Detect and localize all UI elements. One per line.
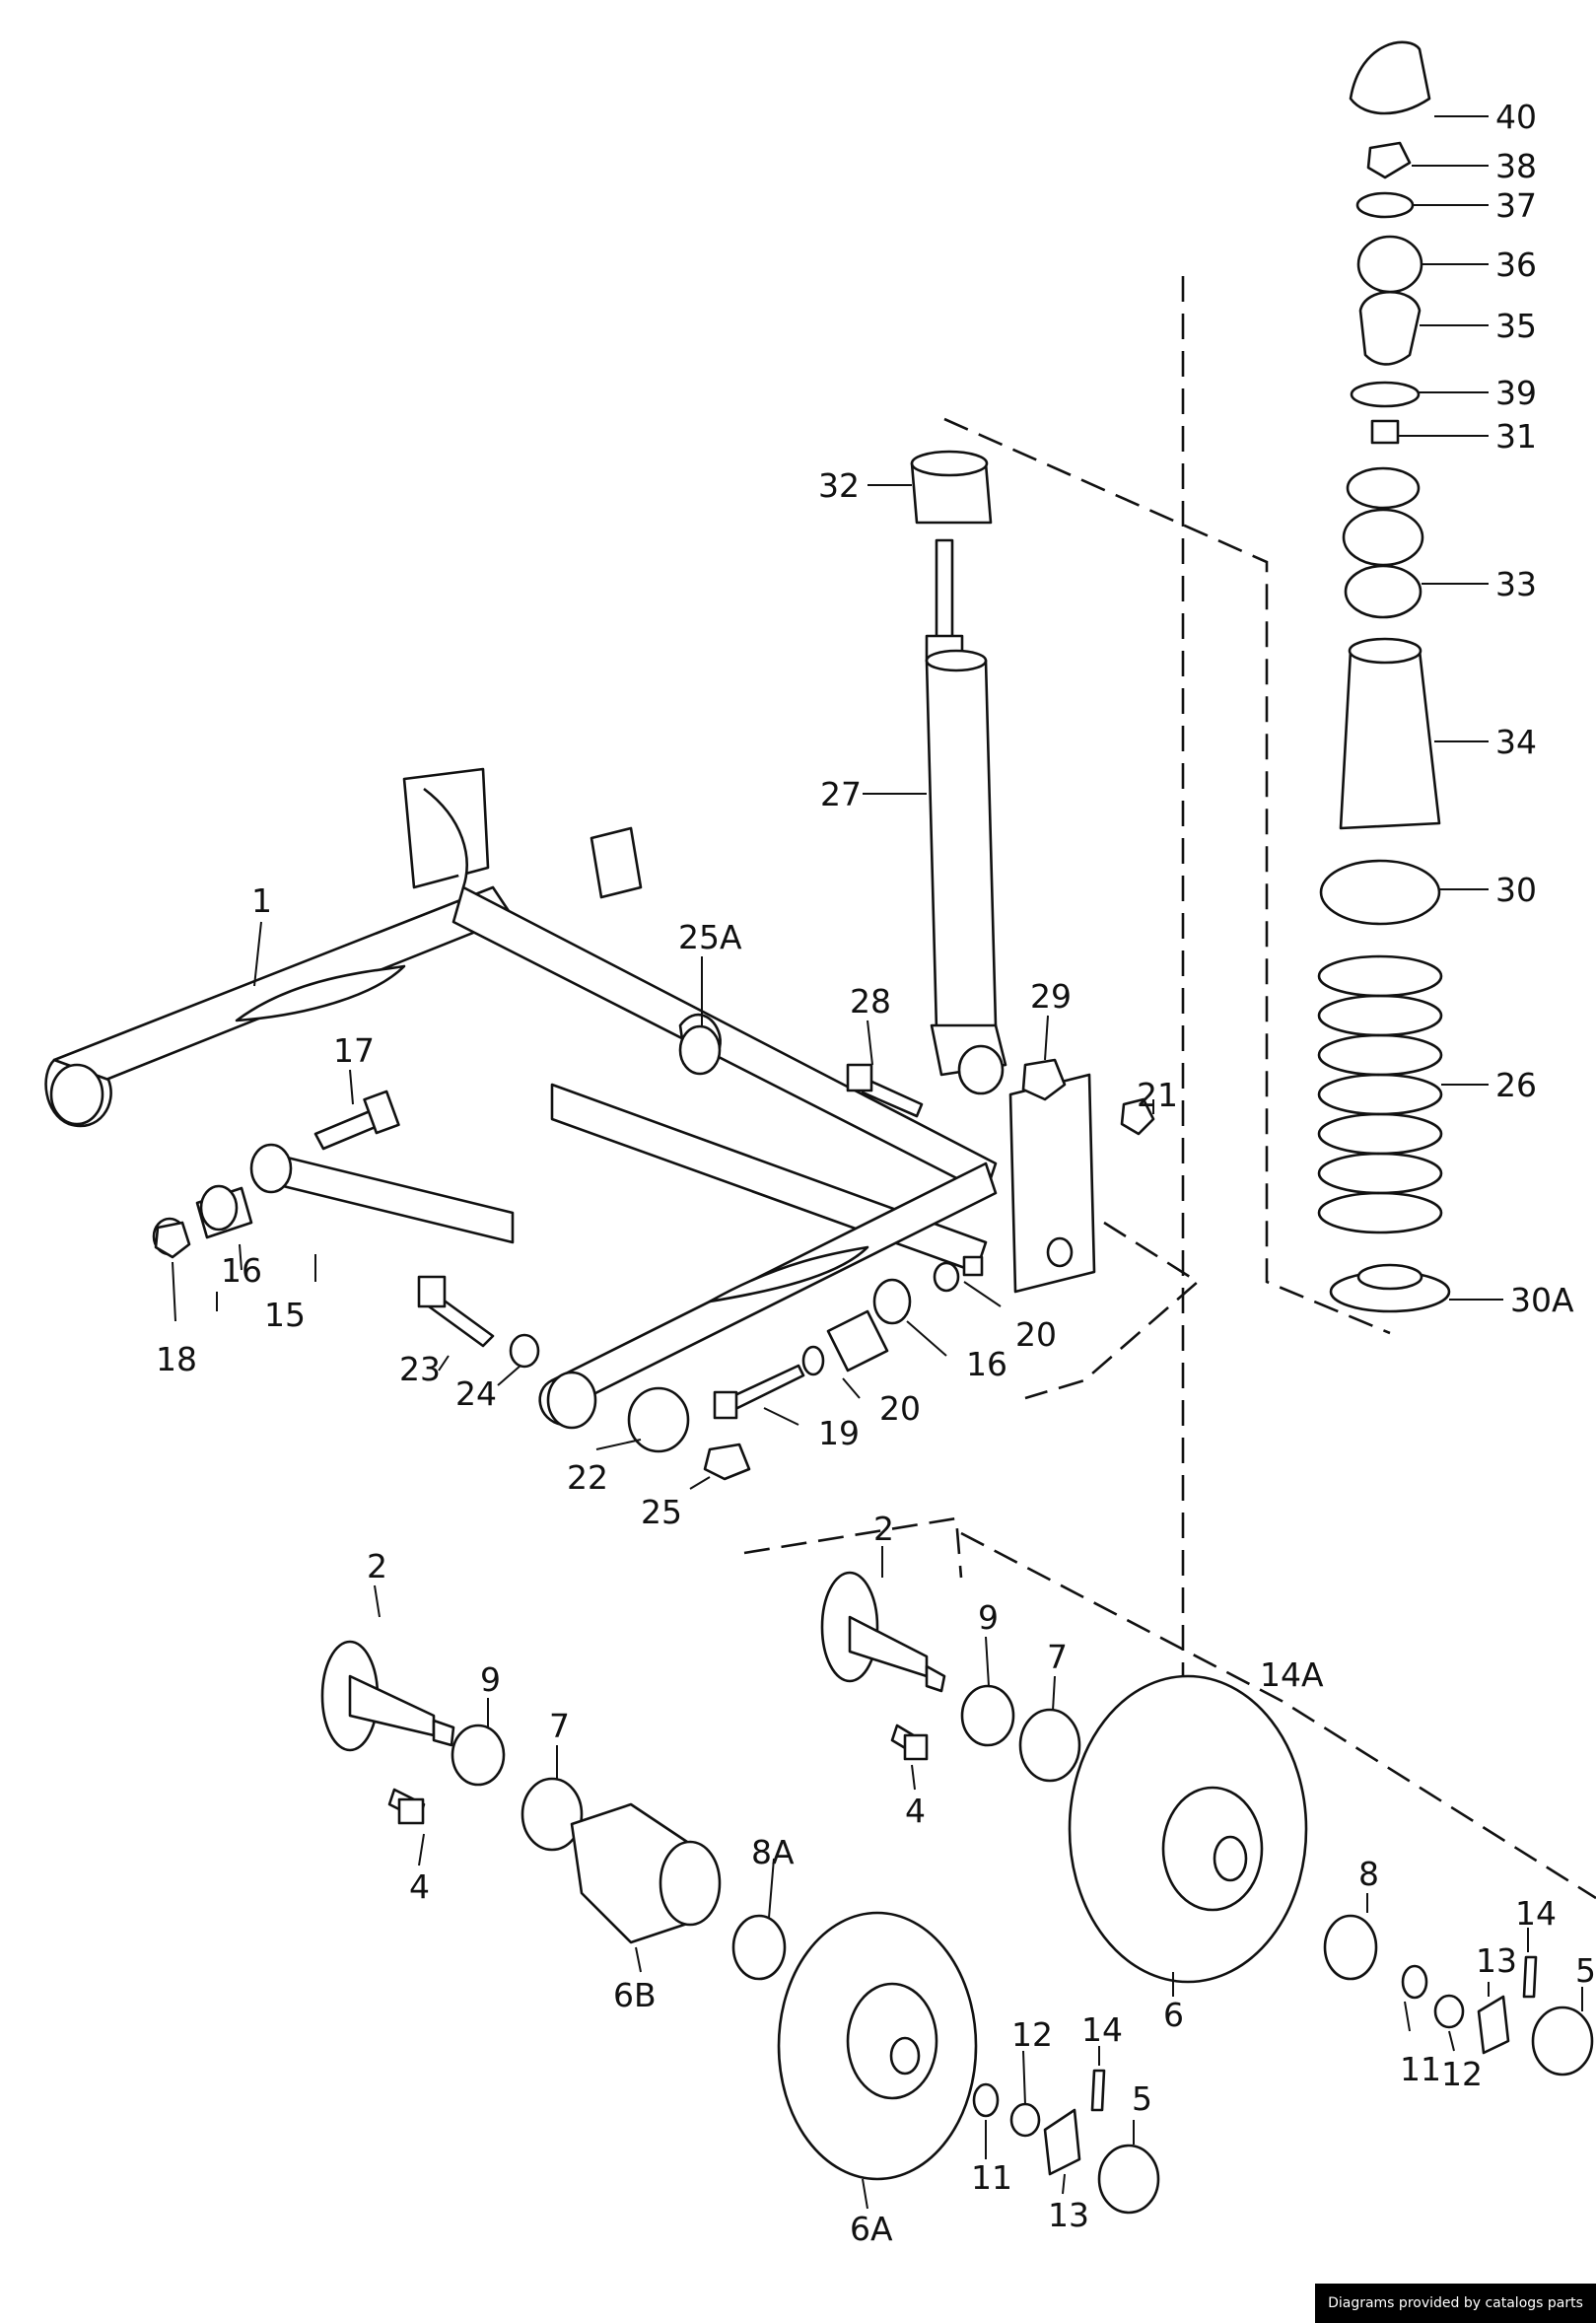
label-7-left: 7: [549, 1707, 570, 1745]
label-35: 35: [1495, 307, 1537, 345]
left-hub-set: [320, 1640, 1160, 2215]
label-19: 19: [818, 1414, 860, 1452]
spring-stack: [1317, 40, 1451, 1313]
label-8A: 8A: [751, 1833, 795, 1871]
label-25: 25: [641, 1493, 682, 1531]
label-21: 21: [1137, 1076, 1178, 1114]
label-27: 27: [820, 775, 862, 813]
label-25A: 25A: [678, 918, 742, 956]
label-12-left: 12: [1011, 2015, 1053, 2054]
label-11-left: 11: [971, 2158, 1012, 2197]
shock-absorber: [910, 450, 1007, 1095]
label-13-right: 13: [1476, 1941, 1517, 1980]
label-15: 15: [264, 1296, 306, 1334]
label-24: 24: [455, 1374, 497, 1413]
label-20-upper: 20: [1015, 1315, 1057, 1354]
label-17: 17: [333, 1031, 375, 1070]
label-5-left: 5: [1132, 2079, 1152, 2118]
label-39: 39: [1495, 374, 1537, 412]
label-7-right: 7: [1047, 1638, 1068, 1676]
label-1: 1: [251, 881, 272, 920]
label-9-left: 9: [480, 1660, 501, 1699]
label-26: 26: [1495, 1066, 1537, 1104]
label-4-left: 4: [409, 1867, 430, 1906]
label-6A: 6A: [850, 2210, 893, 2248]
rear-axle-beam: [44, 767, 1096, 1430]
label-14-left: 14: [1081, 2010, 1123, 2049]
label-6: 6: [1163, 1996, 1184, 2034]
label-30: 30: [1495, 871, 1537, 909]
label-32: 32: [818, 466, 860, 505]
fasteners: [154, 1024, 1155, 1481]
label-5-right: 5: [1575, 1951, 1596, 1990]
label-31: 31: [1495, 417, 1537, 456]
label-40: 40: [1495, 98, 1537, 136]
label-23: 23: [399, 1350, 441, 1388]
label-4-right: 4: [905, 1792, 926, 1830]
label-37: 37: [1495, 186, 1537, 225]
callout-labels: 40 38 37 36 35 39 31 33 34 30 26 30A 32 …: [156, 98, 1596, 2248]
label-14A: 14A: [1260, 1655, 1324, 1694]
label-18: 18: [156, 1340, 197, 1378]
label-9-right: 9: [978, 1598, 999, 1637]
label-14-right: 14: [1515, 1894, 1557, 1933]
right-hub-set: [820, 1571, 1594, 2077]
group-boundaries: [743, 276, 1596, 1900]
label-34: 34: [1495, 723, 1537, 761]
attribution-badge: Diagrams provided by catalogs parts: [1315, 2284, 1596, 2323]
label-29: 29: [1030, 977, 1072, 1016]
label-6B: 6B: [613, 1976, 657, 2014]
label-2-left: 2: [367, 1547, 387, 1585]
label-8: 8: [1358, 1855, 1379, 1893]
label-12-right: 12: [1441, 2055, 1483, 2093]
label-22: 22: [567, 1458, 608, 1497]
label-33: 33: [1495, 565, 1537, 603]
label-2-right: 2: [873, 1510, 894, 1548]
label-28: 28: [850, 982, 891, 1021]
label-36: 36: [1495, 246, 1537, 284]
label-16-right: 16: [966, 1345, 1007, 1383]
label-11-right: 11: [1400, 2050, 1441, 2088]
label-20-lower: 20: [879, 1389, 921, 1428]
label-13-left: 13: [1048, 2196, 1089, 2234]
leader-lines: [172, 115, 1583, 2210]
label-16-left: 16: [221, 1251, 262, 1290]
label-38: 38: [1495, 147, 1537, 185]
label-30A: 30A: [1510, 1281, 1574, 1319]
